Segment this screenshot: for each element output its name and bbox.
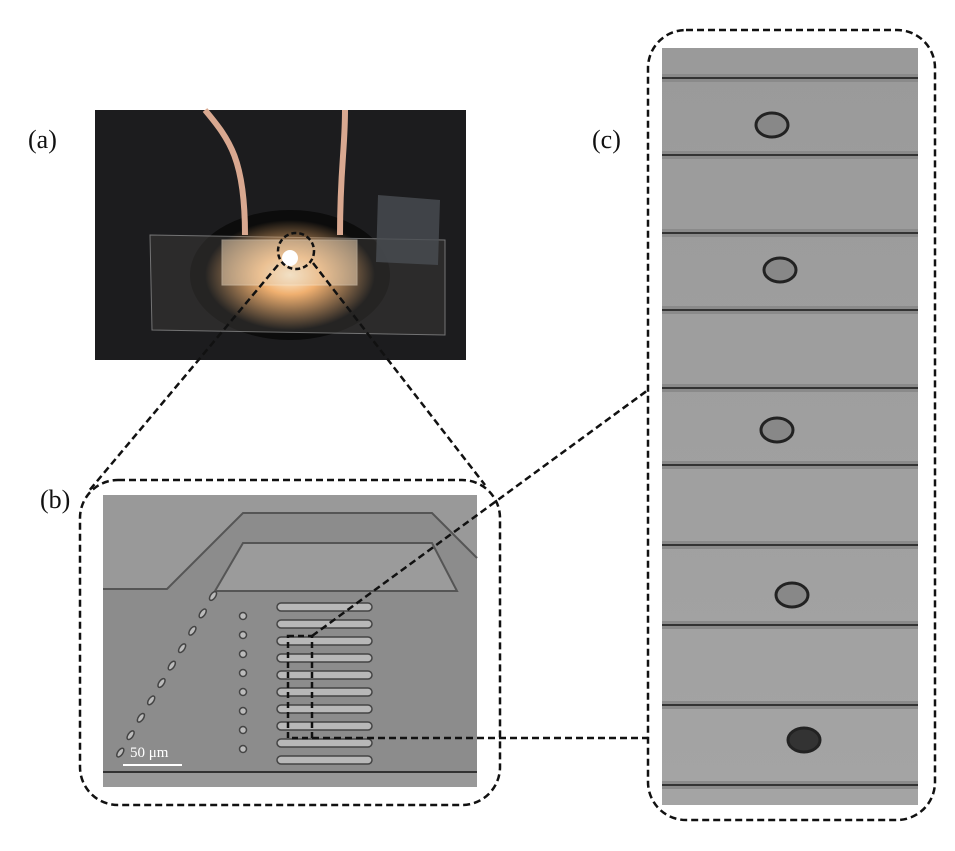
pillar — [198, 608, 207, 619]
pillar — [146, 695, 156, 706]
pillar — [188, 625, 197, 636]
pillar — [238, 744, 248, 754]
trap-channel — [276, 721, 373, 731]
pillar — [238, 649, 248, 659]
pillar — [116, 747, 125, 758]
trap-channel — [276, 755, 373, 765]
pillar — [238, 630, 248, 640]
pillar — [126, 730, 135, 741]
pillar — [238, 668, 248, 678]
connector-line — [87, 264, 279, 493]
pillar — [136, 712, 146, 723]
pillar — [238, 687, 248, 697]
trap-channel — [276, 687, 373, 697]
panel-a-photo — [95, 108, 466, 360]
cell — [786, 726, 822, 754]
connector-line — [311, 388, 649, 638]
cell — [759, 416, 795, 444]
cell — [754, 111, 790, 139]
trap-channel — [276, 670, 373, 680]
panel-a-label: (a) — [28, 125, 57, 154]
panel-c-image — [662, 48, 918, 805]
panel-b-label: (b) — [40, 485, 70, 514]
connector-line — [312, 262, 486, 486]
pillar — [238, 611, 248, 621]
trap-channel — [276, 704, 373, 714]
trap-channel — [276, 738, 373, 748]
cell — [774, 581, 810, 609]
trap-channel — [276, 602, 373, 612]
pillar — [177, 643, 187, 654]
trap-channel — [276, 636, 373, 646]
panel-c-frame — [646, 28, 937, 822]
cell — [762, 256, 798, 284]
panel-b-frame — [78, 478, 502, 807]
panel-c-label: (c) — [592, 125, 621, 154]
pillar — [238, 725, 248, 735]
panel-b-image: 50 μm — [103, 495, 478, 787]
scale-bar-label: 50 μm — [130, 745, 169, 761]
zoom-region-box — [286, 634, 314, 740]
trap-channel — [276, 653, 373, 663]
pillar — [157, 677, 166, 689]
pillar — [238, 706, 248, 716]
pillar — [208, 590, 218, 602]
pillar — [167, 660, 177, 671]
